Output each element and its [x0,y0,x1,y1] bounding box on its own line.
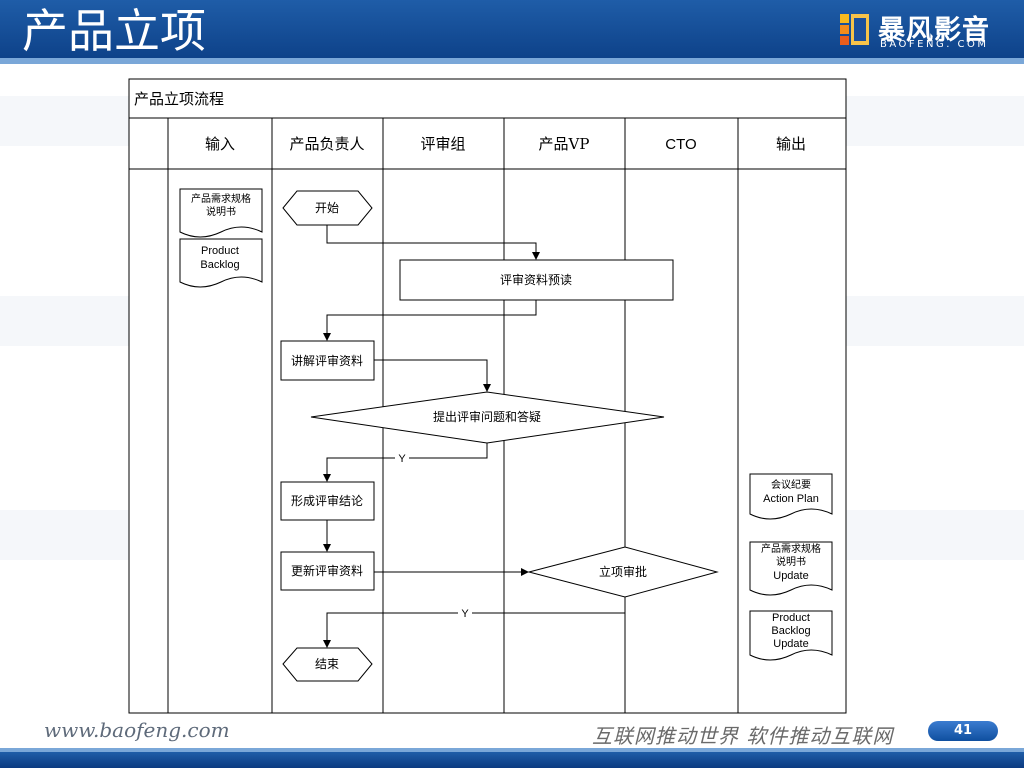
diagram-title: 产品立项流程 [134,90,224,108]
page-number-badge: 41 [928,721,998,741]
footer-slogan: 互联网推动世界 软件推动互联网 [592,724,894,748]
lane-header-product-owner: 产品负责人 [289,135,364,153]
svg-text:说明书: 说明书 [206,205,236,218]
node-review-conclusion: 形成评审结论 [280,481,375,521]
footer-bar [0,752,1024,768]
output-doc-requirements-spec-update: 产品需求规格 说明书 Update [749,541,833,596]
baofeng-logo: 暴风影音 BAOFENG. COM [838,8,1008,54]
svg-text:讲解评审资料: 讲解评审资料 [291,353,363,368]
svg-text:Product: Product [772,612,810,624]
svg-text:Product: Product [201,245,239,257]
svg-text:说明书: 说明书 [776,555,806,568]
output-doc-meeting-minutes: 会议纪要 Action Plan [749,473,833,520]
svg-text:Update: Update [773,570,808,582]
logo-text-en: BAOFENG. COM [880,39,989,50]
svg-text:产品需求规格: 产品需求规格 [761,542,821,555]
lane-header-product-vp: 产品VP [539,135,590,153]
svg-text:评审资料预读: 评审资料预读 [500,272,572,287]
node-explain-review-material: 讲解评审资料 [280,340,375,381]
svg-text:Action Plan: Action Plan [763,493,819,505]
branch-label-y1: Y [398,453,406,465]
branch-label-y2: Y [461,608,469,620]
logo-text-cn: 暴风影音 [878,15,990,46]
lane-header-input: 输入 [205,135,235,153]
node-review-questions: 提出评审问题和答疑 [310,391,665,444]
svg-text:更新评审资料: 更新评审资料 [291,563,363,578]
lane-header-review-group: 评审组 [420,135,465,153]
output-doc-product-backlog-update: Product Backlog Update [749,610,833,661]
svg-text:结束: 结束 [315,657,339,671]
slide-title: 产品立项 [22,4,206,58]
slide-header: 产品立项 暴风影音 BAOFENG. COM [0,0,1024,64]
svg-text:Backlog: Backlog [200,259,239,271]
node-end: 结束 [282,647,373,682]
svg-text:Update: Update [773,638,808,650]
svg-text:形成评审结论: 形成评审结论 [291,493,363,508]
svg-text:会议纪要: 会议纪要 [771,478,811,491]
node-review-material-preread: 评审资料预读 [399,259,674,301]
node-update-review-material: 更新评审资料 [280,551,375,591]
svg-text:提出评审问题和答疑: 提出评审问题和答疑 [433,409,541,424]
node-project-approval: 立项审批 [527,546,719,598]
lane-header-cto: CTO [665,136,696,153]
svg-text:立项审批: 立项审批 [599,564,647,579]
header-accent-band [0,58,1024,64]
footer-accent-band [0,748,1024,752]
node-start: 开始 [282,190,373,226]
svg-text:产品需求规格: 产品需求规格 [191,192,251,205]
baofeng-logo-icon [840,14,869,45]
input-doc-product-backlog: Product Backlog [179,238,263,288]
svg-text:Backlog: Backlog [771,625,810,637]
input-doc-requirements-spec: 产品需求规格 说明书 [179,188,263,238]
footer-website-url: www.baofeng.com [44,718,230,742]
lane-header-output: 输出 [776,135,806,153]
svg-text:开始: 开始 [315,201,339,215]
